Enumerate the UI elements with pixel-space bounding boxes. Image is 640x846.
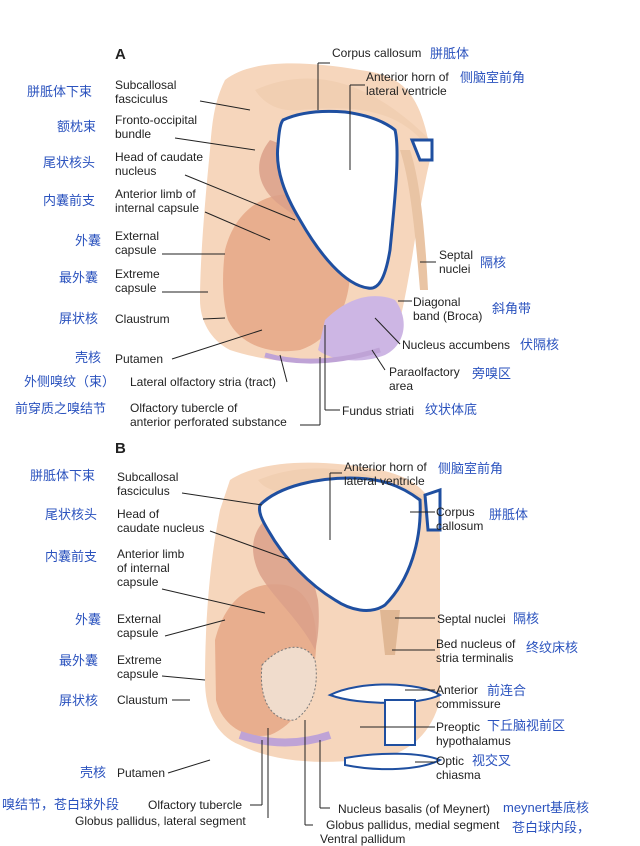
panel-b-cn-external-capsule: 外囊 [75, 612, 102, 627]
panel-a-fundus-striati-label: Fundus striati [342, 404, 415, 418]
panel-b-ventricle [258, 476, 422, 612]
panel-a-lateral-olfactory-stria: Lateral olfactory stria (tract) [130, 375, 277, 389]
panel-b-cn-claustum: 屏状核 [59, 693, 99, 708]
panel-a-cn-septal-nuclei: 隔核 [480, 255, 507, 270]
panel-a-cn-external-capsule: 外囊 [75, 233, 102, 248]
panel-a-cn-anterior-limb: 内囊前支 [43, 193, 96, 208]
panel-b-cn-anterior-commissure: 前连合 [487, 683, 527, 698]
panel-b-corpus-callosum [258, 468, 430, 515]
panel-b-septal-nuclei-label: Septal nuclei [437, 612, 506, 626]
panel-b-cn-olfactory-gp: 嗅结节，苍白球外段 [2, 797, 120, 812]
panel-b-gp-lateral: Globus pallidus, lateral segment [75, 814, 246, 828]
panel-b-cn-anterior-limb: 内囊前支 [45, 549, 98, 564]
panel-a-cn-subcallosal: 胼胝体下束 [27, 84, 93, 99]
panel-a-corpus-callosum-label: Corpus callosum [332, 46, 422, 60]
panel-a-nucleus-accumbens-label: Nucleus accumbens [402, 338, 511, 352]
panel-a-corpus-callosum [255, 78, 430, 150]
panel-b-cn-subcallosal: 胼胝体下束 [30, 468, 96, 483]
panel-a-cn-fronto-occipital: 额枕束 [57, 119, 97, 134]
panel-a-cn-fundus-striati: 纹状体底 [425, 402, 478, 417]
panel-b-leaders [161, 472, 435, 826]
panel-a-ventricle [275, 109, 399, 290]
panel-b-septum [380, 610, 400, 655]
panel-a-leaders [162, 62, 436, 426]
panel-b-anatomy [205, 462, 443, 771]
panel-b-cn-bed-nucleus: 终纹床核 [526, 640, 579, 655]
panel-b-cn-extreme-capsule: 最外囊 [59, 653, 99, 668]
panel-b-hypothalamus [384, 699, 416, 746]
panel-b-nucleus-basalis-label: Nucleus basalis (of Meynert) [338, 802, 491, 816]
panel-b-globus-pallidus [260, 646, 317, 721]
panel-a-accumbens [318, 296, 404, 361]
panel-a-ventricle-right [409, 138, 434, 162]
panel-b-olfactory-tubercle: Olfactory tubercle [148, 798, 243, 812]
panel-b-cn-nucleus-basalis: meynert基底核 [503, 800, 589, 815]
panel-b-ventral-pallidum-label: Ventral pallidum [320, 832, 406, 846]
panel-a-letter: A [115, 46, 126, 63]
panel-a-cn-caudate: 尾状核头 [43, 155, 96, 170]
panel-b-cn-putamen: 壳核 [80, 765, 107, 780]
panel-b-cn-gp-medial: 苍白球内段， [512, 820, 591, 835]
panel-a-basal-edge [264, 347, 381, 364]
panel-b-cn-optic-chiasma: 视交叉 [472, 753, 512, 768]
panel-a-claustrum: Claustrum [115, 312, 170, 326]
panel-a-cn-corpus-callosum: 胼胝体 [430, 46, 470, 61]
panel-b-cn-preoptic: 下丘脑视前区 [487, 718, 566, 733]
panel-b-cn-corpus-callosum: 胼胝体 [489, 507, 529, 522]
panel-b-anterior-commissure [327, 683, 443, 704]
panel-a-cn-claustrum: 屏状核 [59, 311, 99, 326]
panel-b-ventricle-right [423, 487, 442, 532]
panel-b-cn-septal-nuclei: 隔核 [513, 611, 540, 626]
panel-a-anatomy [200, 63, 434, 364]
panel-a-cn-putamen: 壳核 [75, 350, 102, 365]
panel-b-claustum: Claustum [117, 693, 168, 707]
panel-a-putamen: Putamen [115, 352, 164, 366]
panel-a-cn-anterior-horn: 侧脑室前角 [460, 70, 526, 85]
panel-b-optic-chiasma [344, 752, 443, 771]
panel-a-cn-paraolfactory: 旁嗅区 [472, 366, 512, 381]
panel-b-gp-medial-label: Globus pallidus, medial segment [326, 818, 500, 832]
panel-a-cn-extreme-capsule: 最外囊 [59, 270, 99, 285]
panel-a-cn-diagonal-band: 斜角带 [492, 301, 532, 316]
panel-a-septum [400, 150, 428, 290]
panel-b-letter: B [115, 440, 126, 457]
panel-b-purple [238, 731, 332, 747]
panel-a-cn-nucleus-accumbens: 伏隔核 [520, 337, 560, 352]
panel-a-cn-lateral-olfactory: 外侧嗅纹（束） [24, 374, 116, 389]
panel-b-putamen: Putamen [117, 766, 166, 780]
panel-b-cn-anterior-horn: 侧脑室前角 [438, 461, 504, 476]
panel-a-cn-olfactory-tubercle: 前穿质之嗅结节 [15, 401, 107, 416]
panel-b-cn-caudate: 尾状核头 [45, 507, 98, 522]
